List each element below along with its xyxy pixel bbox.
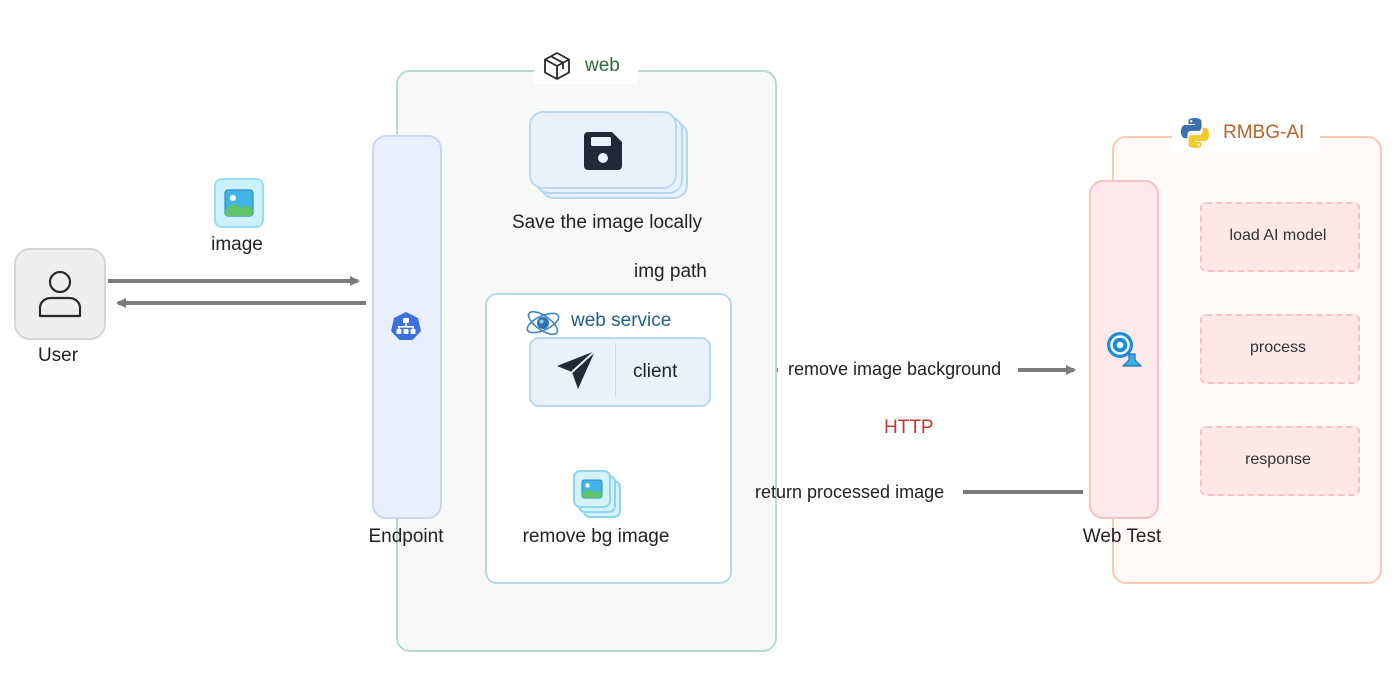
client-label: client xyxy=(633,361,678,382)
remove-background-label: remove image background xyxy=(788,359,1002,379)
send-icon xyxy=(557,350,596,389)
kubernetes-icon xyxy=(391,312,421,340)
step-response-label: response xyxy=(1245,451,1311,468)
image-node xyxy=(214,178,264,228)
return-processed-label: return processed image xyxy=(755,482,945,502)
user-node[interactable] xyxy=(14,248,106,340)
webtest-label: Web Test xyxy=(1082,526,1162,547)
endpoint-label: Endpoint xyxy=(368,526,444,547)
client-node[interactable] xyxy=(529,337,711,407)
step-response[interactable] xyxy=(1200,426,1360,496)
save-label: Save the image locally xyxy=(511,212,703,233)
rmbg-group-header: RMBG-AI xyxy=(1172,112,1320,152)
result-node[interactable] xyxy=(573,470,611,508)
save-icon xyxy=(584,132,622,170)
python-icon xyxy=(1181,118,1209,148)
image-icon xyxy=(581,479,603,499)
step-load-model[interactable] xyxy=(1200,202,1360,272)
user-icon xyxy=(38,270,82,318)
save-node[interactable] xyxy=(529,111,677,189)
step-process-label: process xyxy=(1249,339,1307,356)
webtest-node[interactable] xyxy=(1089,180,1159,519)
step-load-model-label: load AI model xyxy=(1229,227,1327,244)
endpoint-node[interactable] xyxy=(372,135,442,519)
client-divider xyxy=(615,343,616,397)
step-process[interactable] xyxy=(1200,314,1360,384)
image-icon xyxy=(224,189,254,217)
web-group-header: web xyxy=(534,48,638,84)
image-label: image xyxy=(211,234,263,255)
atom-icon xyxy=(526,310,560,336)
web-service-title: web service xyxy=(571,310,672,331)
box-icon xyxy=(544,52,570,80)
azure-test-icon xyxy=(1107,332,1142,367)
img-path-label: img path xyxy=(634,261,707,282)
rmbg-group-title: RMBG-AI xyxy=(1223,122,1305,143)
web-group-title: web xyxy=(585,55,620,76)
protocol-label: HTTP xyxy=(884,417,934,438)
user-label: User xyxy=(37,345,79,366)
result-label: remove bg image xyxy=(522,526,670,547)
